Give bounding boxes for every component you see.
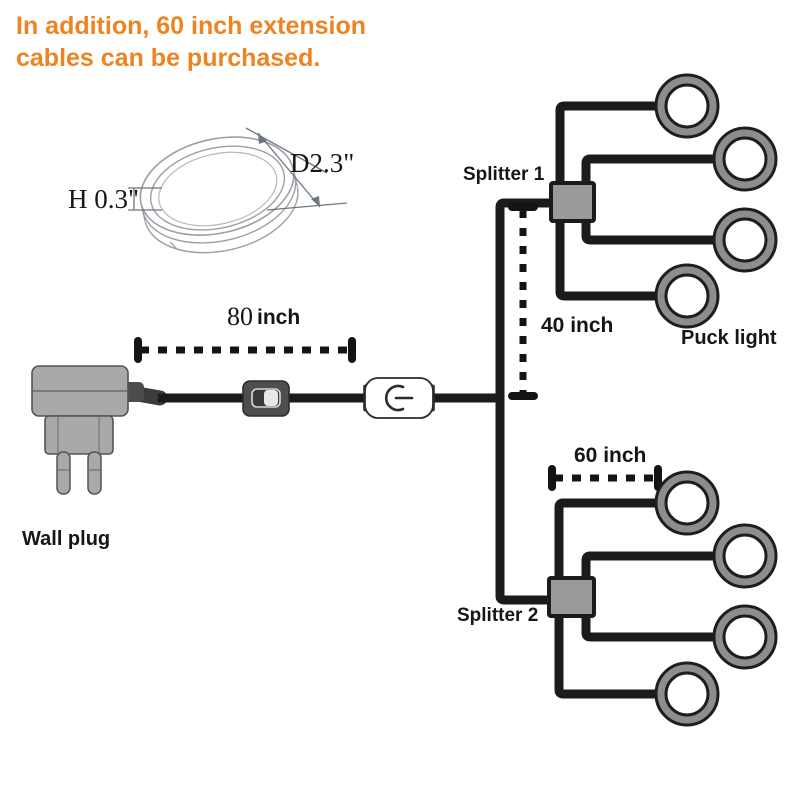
power-connector (363, 377, 435, 419)
splitter-1-cable-4 (555, 185, 666, 301)
puck-8-band (655, 662, 719, 726)
splitter-2-cable-4 (554, 582, 666, 699)
plug-pin-left (56, 451, 71, 495)
puck-2-outer (712, 126, 778, 192)
puck-light-ring (712, 207, 778, 273)
puck-8-outer (654, 661, 720, 727)
puck-2-band (713, 127, 777, 191)
splitter-1-cable-2 (581, 154, 724, 218)
extension-dim-cap-left (548, 465, 556, 491)
puck-3-band (713, 208, 777, 272)
splitter-2-cable-2 (581, 551, 724, 615)
puck-light-ring (654, 470, 720, 536)
trunk-cable (495, 198, 556, 605)
d-dim-arrow-bottom (311, 196, 320, 207)
puck-lens (158, 151, 278, 227)
power-icon (384, 384, 414, 412)
puck-5-outer (654, 470, 720, 536)
splitter-2-group: Splitter 2 (457, 470, 778, 727)
main-dim-cap-right (348, 337, 356, 363)
puck-1-outer (654, 73, 720, 139)
splitter-2-cable-3 (581, 582, 724, 642)
puck-2-inner (722, 136, 768, 182)
trunk-to-splitter-2 (495, 398, 556, 605)
puck-8-inner (664, 671, 710, 717)
puck-height-dimension: H 0.3" (68, 184, 162, 214)
d-dim-leader-bottom (266, 202, 348, 211)
puck-light-ring (712, 604, 778, 670)
heading-line-1: In addition, 60 inch extension (16, 12, 366, 40)
puck-light-label: Puck light (681, 327, 777, 349)
splitter-1-label: Splitter 1 (463, 164, 545, 185)
main-dim-cap-left (134, 337, 142, 363)
splitter-drop-dimension: 40 inch (508, 203, 613, 400)
inline-switch[interactable] (242, 380, 290, 417)
heading-line-2: cables can be purchased. (16, 44, 320, 72)
extension-dimension: 60 inch (548, 444, 662, 491)
puck-light-ring (654, 661, 720, 727)
puck-diameter-dimension: D2.3" (245, 127, 354, 211)
puck-diameter-label: D2.3" (290, 148, 354, 178)
puck-6-outer (712, 523, 778, 589)
puck-7-outer (712, 604, 778, 670)
splitter-2-box (547, 576, 596, 618)
main-cable-dim-number: 80 (227, 302, 253, 331)
puck-1-inner (664, 83, 710, 129)
d-dim-line (257, 132, 321, 208)
plug-base (44, 415, 114, 455)
puck-body (139, 136, 299, 254)
puck-light-ring (712, 523, 778, 589)
splitter-1-box (549, 181, 596, 223)
switch-rocker[interactable] (264, 390, 278, 406)
puck-4-band (655, 264, 719, 328)
splitter-1-group: Splitter 1 Puck light (463, 73, 778, 349)
puck-7-inner (722, 614, 768, 660)
main-cable-dim-unit: inch (257, 306, 300, 329)
splitter-1-cable-3 (581, 185, 724, 245)
puck-light-ring (712, 126, 778, 192)
puck-5-inner (664, 480, 710, 526)
d-dim-arrow-top (258, 133, 267, 144)
puck-6-band (713, 524, 777, 588)
trunk-to-splitter-1 (495, 198, 556, 398)
splitter-1-cable-1 (555, 101, 666, 218)
puck-4-inner (664, 273, 710, 319)
splitter-2-cable-1 (554, 498, 666, 615)
puck-6-inner (722, 533, 768, 579)
puck-3-outer (712, 207, 778, 273)
puck-4-outer (654, 263, 720, 329)
puck-7-band (713, 605, 777, 669)
puck-3-inner (722, 217, 768, 263)
puck-notch (170, 241, 178, 251)
main-cable-dimension: 80 inch (134, 302, 356, 363)
puck-height-label: H 0.3" (68, 184, 139, 214)
puck-1-band (655, 74, 719, 138)
puck-light-spec-drawing: D2.3" H 0.3" (68, 127, 354, 254)
wall-plug-label: Wall plug (22, 528, 110, 550)
splitter-drop-dim-label: 40 inch (541, 314, 613, 337)
puck-5-band (655, 471, 719, 535)
power-icon-arc (384, 384, 405, 412)
puck-light-ring (654, 263, 720, 329)
drop-dim-cap-bottom (508, 392, 538, 400)
wall-plug: Wall plug (22, 365, 168, 550)
extension-dim-cap-right (654, 465, 662, 491)
extension-dim-label: 60 inch (574, 444, 646, 467)
splitter-2-label: Splitter 2 (457, 605, 538, 626)
puck-light-ring (654, 73, 720, 139)
plug-pin-right (87, 451, 102, 495)
drop-dim-cap-top (508, 203, 538, 211)
